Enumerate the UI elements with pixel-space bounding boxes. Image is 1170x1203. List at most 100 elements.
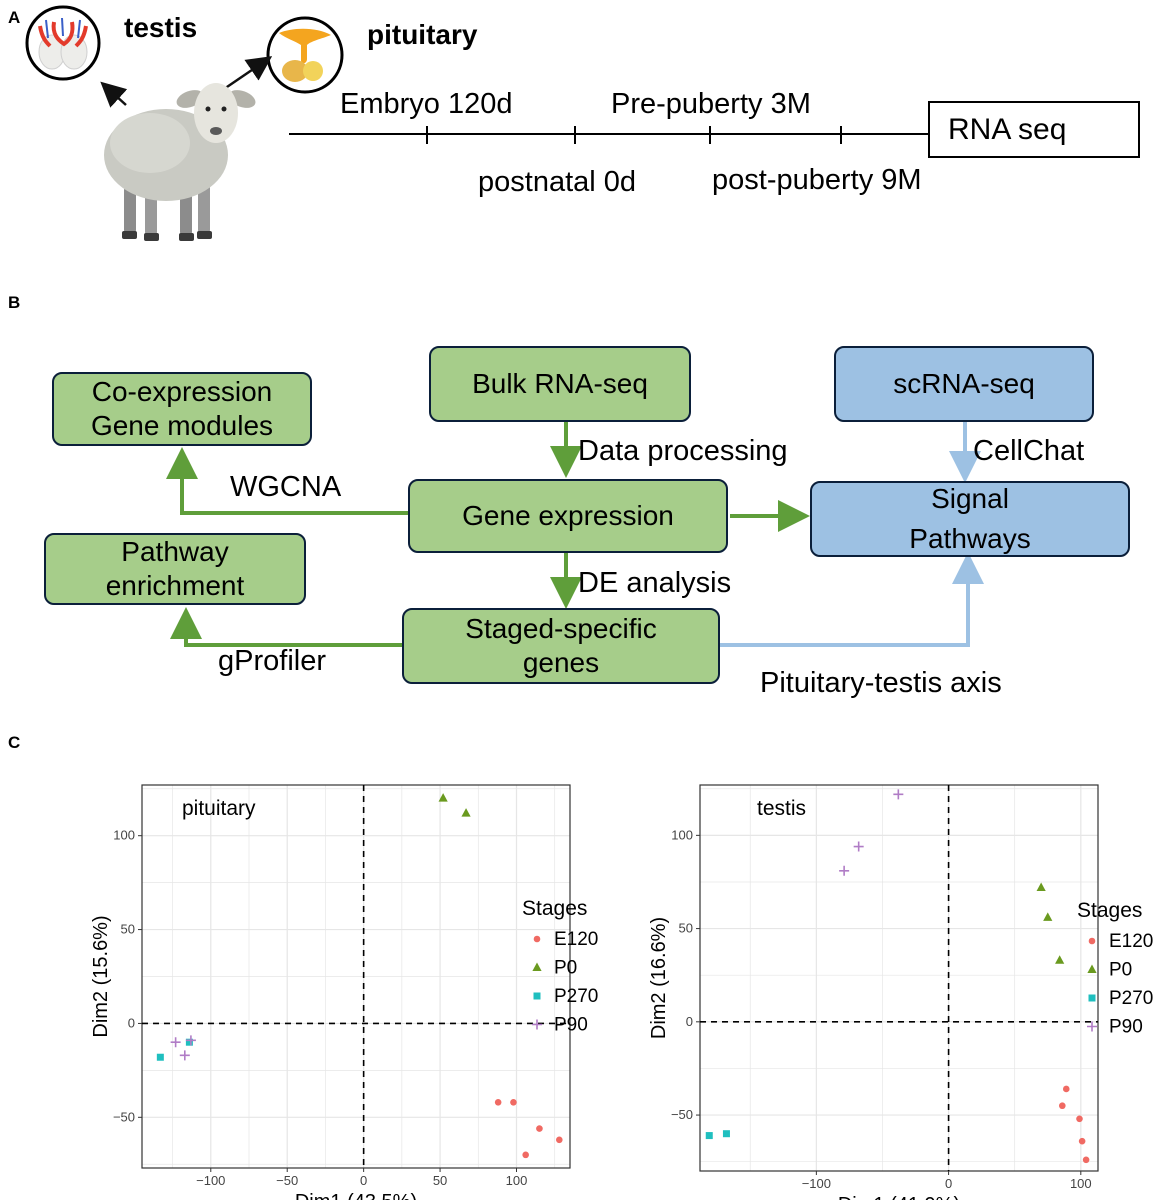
point-p90 <box>853 841 864 852</box>
gene-expression-label: Gene expression <box>462 500 674 531</box>
workflow-connectors <box>166 421 984 647</box>
gprofiler-label: gProfiler <box>218 645 326 677</box>
y-tick-label: 100 <box>113 828 135 843</box>
point-e120 <box>1082 1156 1090 1164</box>
signal-label-1: Signal <box>931 483 1009 514</box>
y-axis-title: Dim2 (15.6%) <box>90 915 112 1037</box>
legend-key-p90 <box>1087 1021 1097 1032</box>
point-p0 <box>1055 955 1065 964</box>
point-p90 <box>185 1035 196 1046</box>
x-tick-label: 100 <box>1070 1176 1092 1191</box>
data-processing-label: Data processing <box>578 435 788 467</box>
de-analysis-label: DE analysis <box>578 567 732 599</box>
point-e120 <box>1058 1102 1066 1110</box>
legend-title: Stages <box>522 897 587 920</box>
rna-seq-box: RNA seq <box>928 101 1140 158</box>
y-tick-label: 100 <box>671 827 693 842</box>
timeline-postpuberty: post-puberty 9M <box>712 164 922 196</box>
point-p90 <box>179 1050 190 1061</box>
point-p90 <box>893 789 904 800</box>
x-tick-label: −50 <box>276 1173 298 1188</box>
legend-label-p0: P0 <box>1109 960 1132 981</box>
point-p0 <box>1036 882 1046 892</box>
staged-specific-node: Staged-specific genes <box>402 608 720 684</box>
timeline-axis <box>289 126 929 144</box>
legend-title: Stages <box>1077 899 1142 922</box>
plot-border <box>141 784 571 1169</box>
bulk-rnaseq-node: Bulk RNA-seq <box>429 346 691 422</box>
point-e120 <box>1076 1115 1083 1123</box>
legend-key-p0 <box>1087 964 1097 973</box>
staged-label-2: genes <box>522 647 600 678</box>
panel-a-label: A <box>8 8 21 27</box>
plot-title-pituitary: pituitary <box>182 797 256 820</box>
point-e120 <box>1078 1137 1086 1145</box>
y-tick-label: 0 <box>686 1014 693 1029</box>
pathway-label-2: enrichment <box>105 570 245 601</box>
legend-label-p90: P90 <box>554 1015 588 1036</box>
point-e120 <box>1062 1085 1070 1093</box>
point-e120 <box>510 1098 517 1106</box>
signal-label-2: Pathways <box>909 523 1031 554</box>
coexpression-label-1: Co-expression <box>91 376 273 407</box>
pathway-enrichment-node: Pathway enrichment <box>44 533 306 605</box>
scrnaseq-node: scRNA-seq <box>834 346 1094 422</box>
y-tick-label: −50 <box>671 1107 693 1122</box>
x-tick-label: 50 <box>433 1173 447 1188</box>
legend-key-p270 <box>1088 994 1096 1002</box>
x-axis-title: Dim1 (43.5%) <box>295 1191 417 1200</box>
point-e120 <box>556 1136 563 1144</box>
x-tick-label: −100 <box>196 1173 225 1188</box>
plot-border <box>699 784 1099 1172</box>
panel-b-label: B <box>8 293 21 312</box>
pituitary-icon <box>266 16 344 94</box>
point-e120 <box>536 1125 543 1132</box>
legend-label-e120: E120 <box>1109 931 1153 952</box>
y-tick-label: 50 <box>121 922 135 937</box>
coexpression-label-2: Gene modules <box>90 410 274 441</box>
point-p90 <box>839 865 850 876</box>
legend-label-p90: P90 <box>1109 1017 1143 1038</box>
panel-c-label: C <box>8 733 21 752</box>
legend-key-e120 <box>1088 937 1096 945</box>
rna-seq-label: RNA seq <box>948 113 1067 146</box>
wgcna-label: WGCNA <box>230 471 342 503</box>
point-p90 <box>170 1037 181 1048</box>
legend-label-p270: P270 <box>554 986 598 1007</box>
x-tick-label: 0 <box>360 1173 367 1188</box>
legend-label-p270: P270 <box>1109 988 1153 1009</box>
staged-label-1: Staged-specific <box>465 613 657 644</box>
timeline-embryo: Embryo 120d <box>340 88 513 120</box>
legend-key-p0 <box>532 962 542 971</box>
sheep-illustration <box>100 56 273 241</box>
point-p270 <box>705 1132 713 1140</box>
legend-key-p270 <box>533 992 541 1000</box>
point-p0 <box>461 808 471 817</box>
pituitary-label: pituitary <box>367 19 478 50</box>
legend-key-p90 <box>532 1019 542 1030</box>
scrnaseq-label: scRNA-seq <box>893 368 1035 399</box>
x-tick-label: 0 <box>945 1176 952 1191</box>
pathway-label-1: Pathway <box>121 536 229 567</box>
y-axis-title: Dim2 (16.6%) <box>648 917 670 1039</box>
point-p270 <box>156 1053 164 1061</box>
point-p270 <box>185 1038 193 1046</box>
point-e120 <box>522 1151 529 1159</box>
x-tick-label: 100 <box>506 1173 528 1188</box>
y-tick-label: 0 <box>128 1015 135 1030</box>
point-e120 <box>494 1098 502 1106</box>
x-axis-title: Dim1 (41.9%) <box>838 1194 960 1200</box>
gene-expression-node: Gene expression <box>408 479 728 553</box>
legend-label-p0: P0 <box>554 958 577 979</box>
timeline-prepuberty: Pre-puberty 3M <box>611 88 811 120</box>
y-tick-label: 50 <box>679 921 693 936</box>
cellchat-label: CellChat <box>973 435 1085 467</box>
point-p0 <box>438 793 448 802</box>
plot-title-testis: testis <box>757 797 806 820</box>
legend-label-e120: E120 <box>554 929 598 950</box>
coexpression-node: Co-expression Gene modules <box>52 372 312 446</box>
timeline-postnatal: postnatal 0d <box>478 166 637 198</box>
testis-icon <box>25 5 101 81</box>
